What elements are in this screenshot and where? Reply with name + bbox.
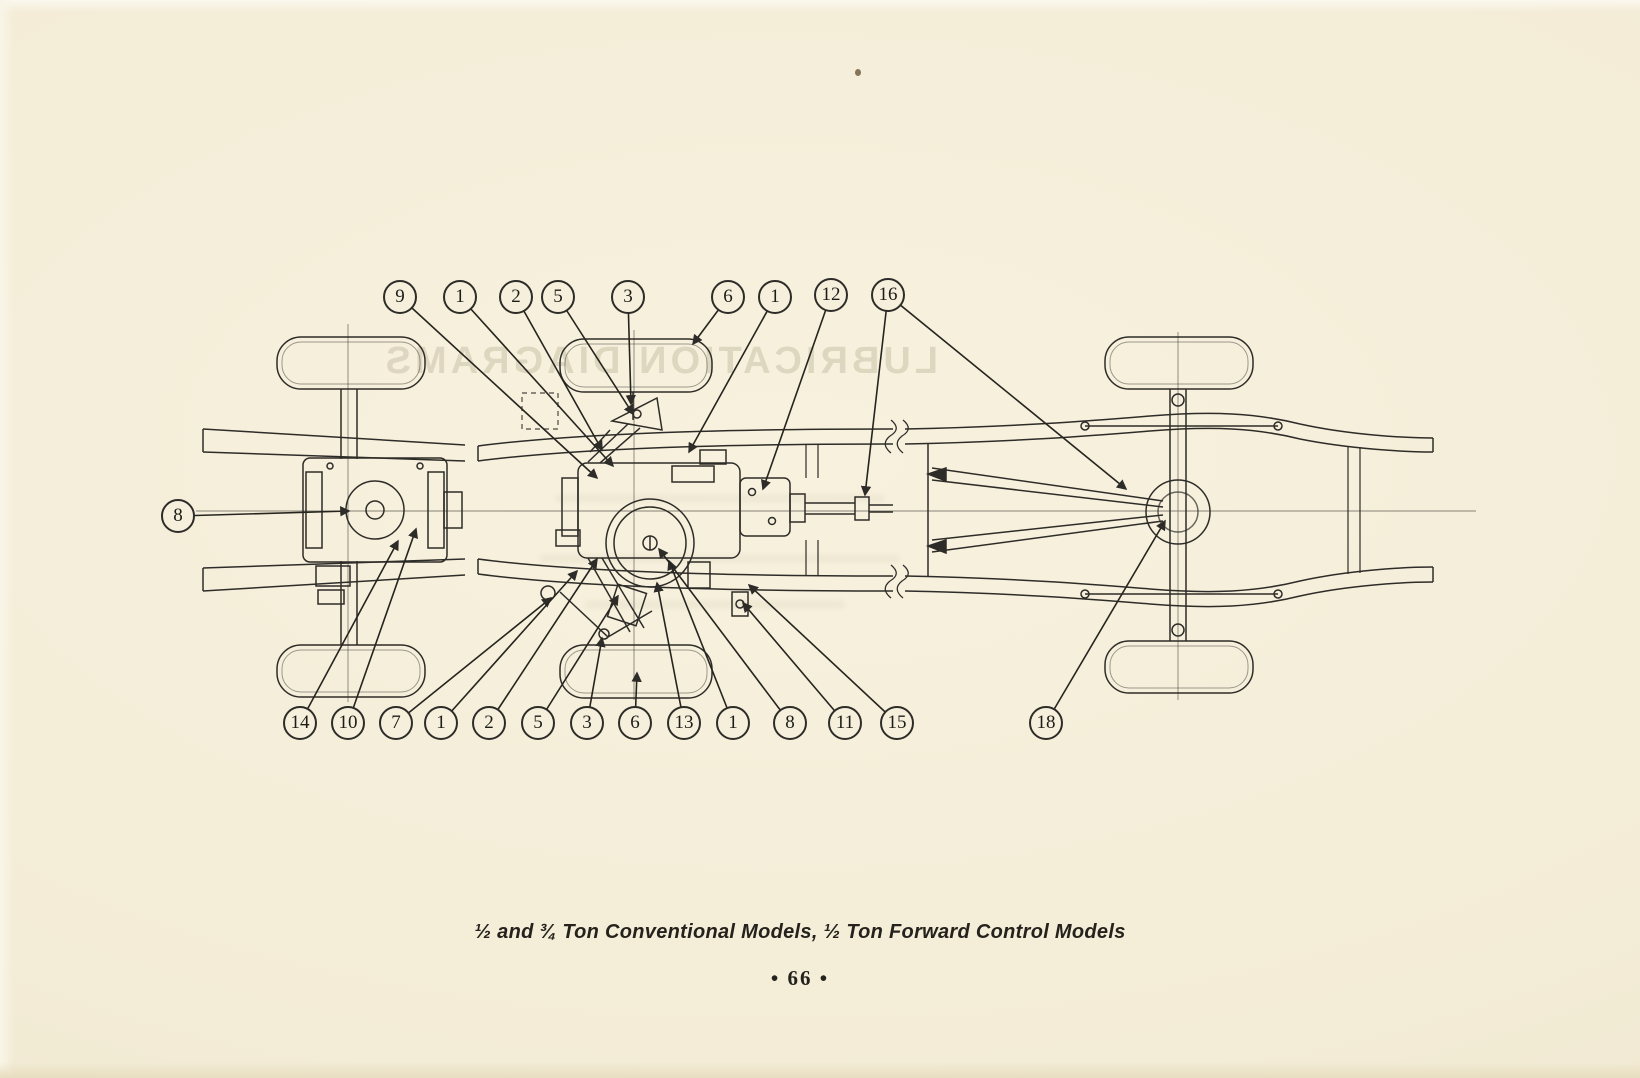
main-chassis-front-half	[477, 338, 909, 699]
callout-bottom-2: 10	[331, 706, 365, 740]
callout-bottom-1: 14	[283, 706, 317, 740]
page-number: • 66 •	[770, 966, 830, 990]
scan-edge-top	[0, 0, 1640, 12]
callout-top-9: 16	[871, 278, 905, 312]
callout-bottom-13: 15	[880, 706, 914, 740]
callout-bottom-14: 18	[1029, 706, 1063, 740]
callout-bottom-7: 3	[570, 706, 604, 740]
bleed-through-smudge	[585, 600, 845, 609]
callout-top-8: 12	[814, 278, 848, 312]
scan-edge-left	[0, 0, 14, 1078]
callout-bottom-6: 5	[521, 706, 555, 740]
front-unit-assembly	[202, 336, 466, 698]
callout-bottom-3: 7	[379, 706, 413, 740]
callout-bottom-4: 1	[424, 706, 458, 740]
leader-lines	[177, 294, 1166, 724]
callout-top-7: 1	[758, 280, 792, 314]
callout-bottom-9: 13	[667, 706, 701, 740]
scan-edge-bottom	[0, 1062, 1640, 1078]
rear-chassis-half	[904, 336, 1434, 694]
callout-top-2: 1	[443, 280, 477, 314]
callout-bottom-8: 6	[618, 706, 652, 740]
callout-top-1: 9	[383, 280, 417, 314]
callout-bottom-12: 11	[828, 706, 862, 740]
callout-top-6: 6	[711, 280, 745, 314]
callout-bottom-5: 2	[472, 706, 506, 740]
bleed-through-smudge	[555, 494, 885, 503]
callout-bottom-10: 1	[716, 706, 750, 740]
diagram-caption: ½ and ¾ Ton Conventional Models, ½ Ton F…	[474, 921, 1126, 943]
callout-bottom-11: 8	[773, 706, 807, 740]
paper-speck	[855, 69, 861, 76]
callout-top-5: 3	[611, 280, 645, 314]
callout-top-4: 5	[541, 280, 575, 314]
callout-left-1: 8	[161, 499, 195, 533]
callout-top-3: 2	[499, 280, 533, 314]
